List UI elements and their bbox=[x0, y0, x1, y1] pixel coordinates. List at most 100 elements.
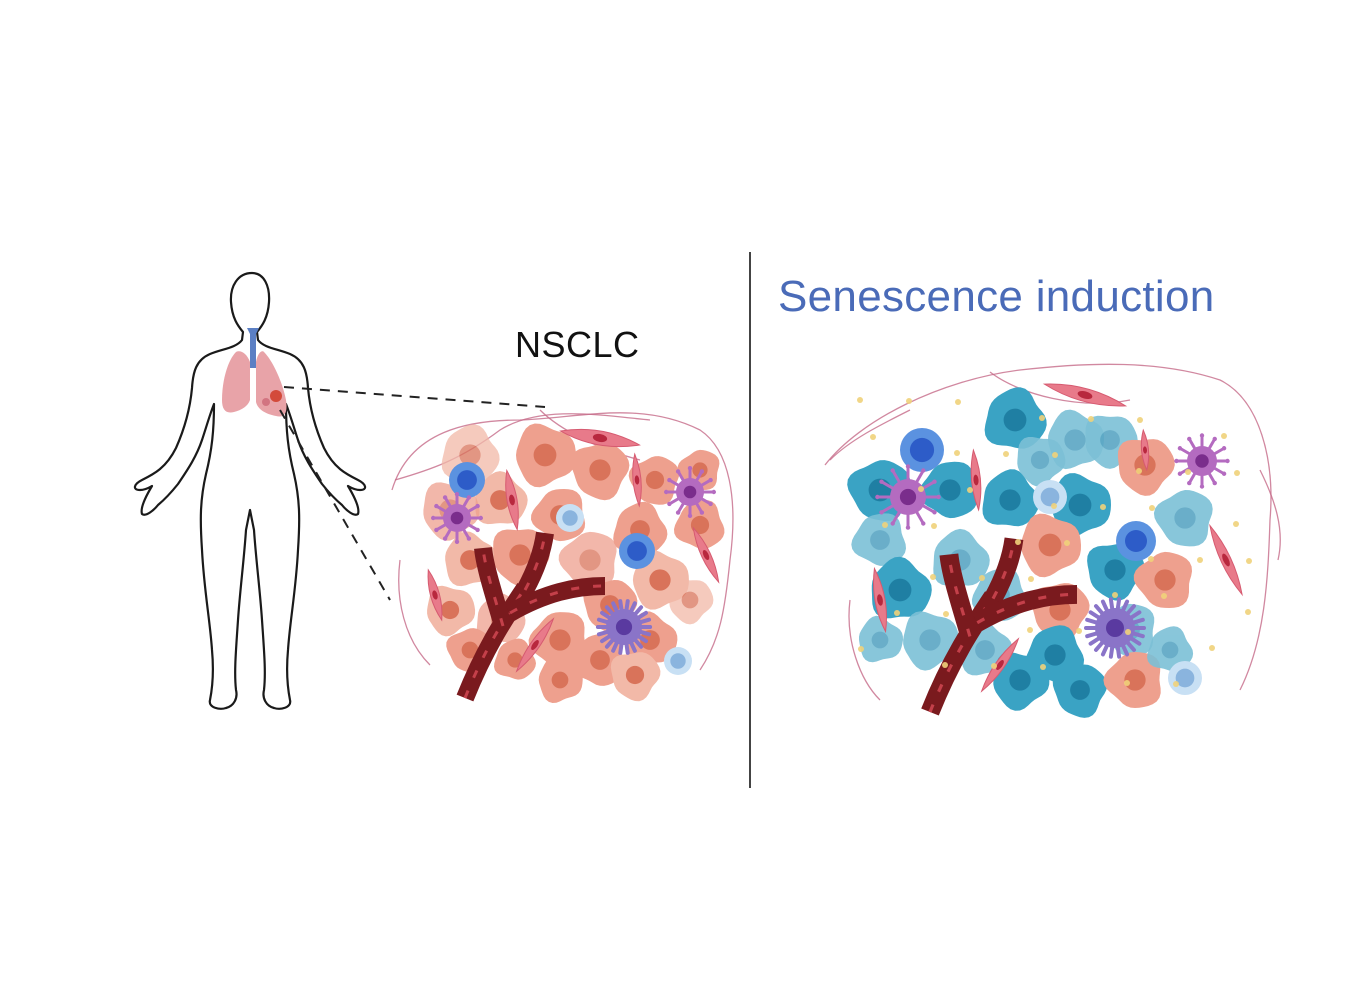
tumor-cell-nucleus bbox=[645, 470, 665, 490]
macrophage-tip bbox=[1177, 446, 1183, 451]
fibroblast bbox=[980, 637, 1020, 693]
macrophage-nucleus bbox=[899, 488, 917, 506]
sasp-factor bbox=[1136, 468, 1142, 474]
t-cell-nucleus bbox=[457, 470, 477, 490]
macrophage-nucleus bbox=[683, 485, 697, 499]
fibroblast bbox=[1209, 523, 1243, 597]
collagen-fiber bbox=[829, 409, 911, 461]
sasp-factor bbox=[1125, 629, 1131, 635]
senescent-tumor-cell bbox=[1153, 490, 1213, 547]
sasp-factor bbox=[894, 610, 900, 616]
macrophage-tip bbox=[667, 501, 672, 507]
tumor-cell-nucleus bbox=[1124, 669, 1146, 691]
macrophage-tip bbox=[475, 527, 480, 533]
senescent-tumor-cell bbox=[1147, 626, 1194, 672]
senescent-tumor-cell bbox=[851, 513, 906, 566]
left-lung bbox=[222, 351, 250, 413]
macrophage-tip bbox=[932, 510, 937, 515]
sasp-factor bbox=[942, 662, 948, 668]
macrophage-tip bbox=[1174, 458, 1179, 464]
blood-vessel-rbc bbox=[947, 554, 972, 637]
macrophage-tip bbox=[875, 494, 880, 500]
fibroblast-nucleus bbox=[1222, 553, 1230, 567]
collagen-fiber bbox=[391, 412, 734, 671]
sasp-factor bbox=[1003, 451, 1009, 457]
macrophage-tip bbox=[675, 510, 681, 515]
fibroblast bbox=[970, 448, 982, 512]
tumor-cell-nucleus bbox=[549, 629, 571, 651]
tumor-cell bbox=[610, 652, 661, 702]
sasp-factor bbox=[943, 611, 949, 617]
senescent-tumor-cell bbox=[993, 652, 1050, 711]
tumor-cell bbox=[558, 531, 617, 588]
macrophage-tip bbox=[475, 503, 480, 509]
tumor-cell bbox=[494, 638, 536, 680]
macrophage-tip bbox=[454, 539, 460, 544]
zoom-line-bottom bbox=[279, 409, 391, 601]
macrophage-tip bbox=[905, 464, 911, 469]
tumor-cell bbox=[669, 579, 714, 625]
macrophage-tip bbox=[708, 501, 713, 507]
tumor-cell bbox=[1133, 551, 1192, 608]
tumor-cell-nucleus bbox=[461, 641, 479, 659]
sasp-factor bbox=[1112, 592, 1118, 598]
senescent-tumor-cell bbox=[903, 611, 960, 671]
sasp-factor bbox=[1064, 540, 1070, 546]
collagen-fiber bbox=[848, 599, 881, 701]
senescent-tumor-cell-nucleus bbox=[1161, 641, 1179, 659]
macrophage-tip bbox=[687, 466, 693, 471]
dendritic-cell bbox=[595, 599, 653, 655]
fibroblast bbox=[873, 566, 887, 634]
fibroblast bbox=[505, 468, 519, 532]
macrophage-tip bbox=[708, 477, 713, 483]
macrophage-tip bbox=[932, 479, 937, 484]
fibroblast bbox=[1042, 383, 1128, 407]
fibroblast bbox=[632, 452, 642, 508]
sasp-factor bbox=[1234, 470, 1240, 476]
b-cell-nucleus bbox=[1175, 668, 1195, 688]
tumor-cell bbox=[1021, 513, 1081, 578]
macrophage-tip bbox=[879, 510, 884, 515]
sasp-factor bbox=[1040, 664, 1046, 670]
macrophage-tip bbox=[442, 536, 448, 541]
t-cell-nucleus bbox=[627, 541, 647, 561]
t-cell bbox=[619, 533, 655, 569]
sasp-factor bbox=[967, 487, 973, 493]
fibroblast-nucleus bbox=[973, 474, 979, 486]
b-cell bbox=[664, 647, 692, 675]
macrophage-tip bbox=[699, 469, 705, 474]
senescent-tumor-cell-nucleus bbox=[1070, 680, 1090, 700]
sasp-factor bbox=[1027, 627, 1033, 633]
b-cell-nucleus bbox=[1040, 487, 1060, 507]
fibroblast bbox=[427, 568, 443, 622]
tumor-cell-nucleus bbox=[590, 650, 610, 670]
lung-tumor bbox=[270, 390, 282, 402]
blood-vessel-branch bbox=[474, 546, 512, 629]
sasp-factor bbox=[1149, 505, 1155, 511]
t-cell bbox=[449, 462, 485, 498]
fibroblast bbox=[515, 617, 555, 673]
blood-vessel bbox=[456, 531, 606, 702]
senescence-induction-title: Senescence induction bbox=[778, 272, 1215, 321]
tumor-cell-nucleus bbox=[649, 569, 671, 591]
macrophage-tip bbox=[936, 494, 941, 500]
sasp-factor bbox=[1100, 504, 1106, 510]
sasp-factor bbox=[1039, 415, 1045, 421]
tumor-cell bbox=[516, 423, 576, 488]
sasp-factor bbox=[979, 575, 985, 581]
sasp-factor bbox=[858, 646, 864, 652]
sasp-factor bbox=[930, 574, 936, 580]
senescent-tumor-cell bbox=[859, 615, 903, 663]
tumor-cell-nucleus bbox=[692, 462, 708, 478]
senescent-tumor-cell-nucleus bbox=[999, 489, 1021, 511]
b-cell bbox=[1168, 661, 1202, 695]
tumor-cell bbox=[538, 656, 583, 703]
blood-vessel-rbc bbox=[463, 587, 527, 699]
senescent-tumor-cell-nucleus bbox=[1044, 644, 1066, 666]
tumor-cell bbox=[1103, 652, 1161, 708]
sasp-factor bbox=[1209, 645, 1215, 651]
senescent-tumor-cell-nucleus bbox=[919, 629, 941, 651]
tumor-cell-nucleus bbox=[507, 652, 523, 668]
zoom-line-top bbox=[283, 386, 546, 408]
